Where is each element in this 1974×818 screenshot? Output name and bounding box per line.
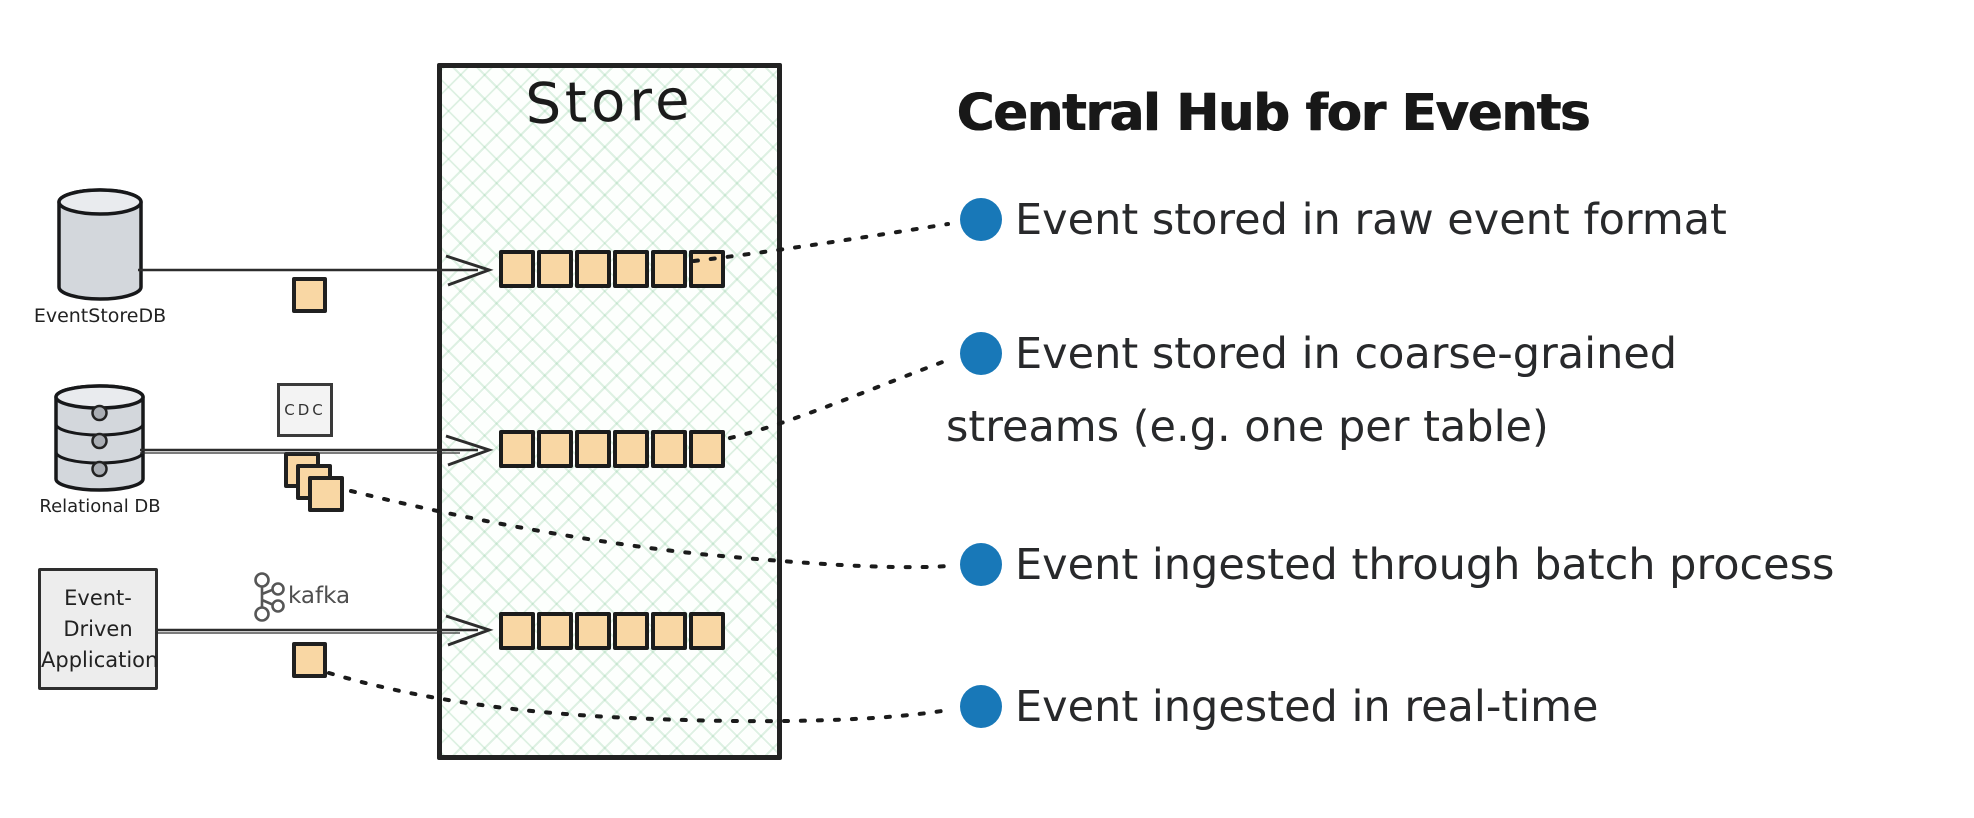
event-square (613, 612, 649, 650)
event-driven-application-box: Event- Driven Application (38, 568, 158, 690)
bullet-icon (960, 332, 1002, 375)
event-square (651, 612, 687, 650)
bullet-raw-event-format: Event stored in raw event format (946, 189, 1956, 251)
event-square (537, 612, 573, 650)
bullet-coarse-grained-streams: Event stored in coarse-grained streams (… (946, 318, 1956, 464)
event-square (689, 430, 725, 468)
event-stream-row (499, 430, 725, 468)
kafka-label: kafka (288, 583, 351, 609)
event-square (537, 430, 573, 468)
event-square-stack-front (308, 476, 344, 512)
cdc-box: CDC (277, 383, 333, 437)
event-square (689, 612, 725, 650)
event-square (613, 250, 649, 288)
bullet-icon (960, 543, 1002, 586)
bullet-text: Event stored in raw event format (1015, 195, 1727, 245)
bullet-icon (960, 685, 1002, 728)
store-title: Store (524, 67, 695, 138)
app-box-line: Event- (64, 585, 132, 610)
event-square (575, 430, 611, 468)
event-stream-row (499, 250, 725, 288)
eventstoredb-cylinder-icon (57, 188, 143, 301)
bullet-text-line2: streams (e.g. one per table) (946, 402, 1549, 452)
event-square (575, 612, 611, 650)
bullet-text: Event ingested in real-time (1015, 682, 1599, 732)
kafka-icon (254, 572, 285, 622)
event-stream-row (499, 612, 725, 650)
app-box-line: Driven (63, 616, 133, 641)
relational-db-cylinder-icon (54, 384, 145, 492)
event-square (499, 430, 535, 468)
event-square (499, 250, 535, 288)
relational-db-label: Relational DB (39, 496, 161, 517)
panel-heading: Central Hub for Events (957, 84, 1591, 143)
event-square (537, 250, 573, 288)
eventstoredb-label: EventStoreDB (33, 305, 167, 327)
store-container (437, 63, 782, 760)
bullet-batch-process: Event ingested through batch process (946, 534, 1956, 596)
event-square (613, 430, 649, 468)
bullet-icon (960, 198, 1002, 241)
bullet-text: Event stored in coarse-grained (1015, 329, 1678, 379)
bullet-text: Event ingested through batch process (1015, 540, 1835, 590)
event-square (651, 430, 687, 468)
event-square (575, 250, 611, 288)
app-box-line: Application (41, 647, 159, 672)
event-square (499, 612, 535, 650)
event-square (292, 277, 327, 313)
event-square (689, 250, 725, 288)
event-square (651, 250, 687, 288)
bullet-real-time: Event ingested in real-time (946, 676, 1956, 738)
event-square (292, 642, 327, 678)
